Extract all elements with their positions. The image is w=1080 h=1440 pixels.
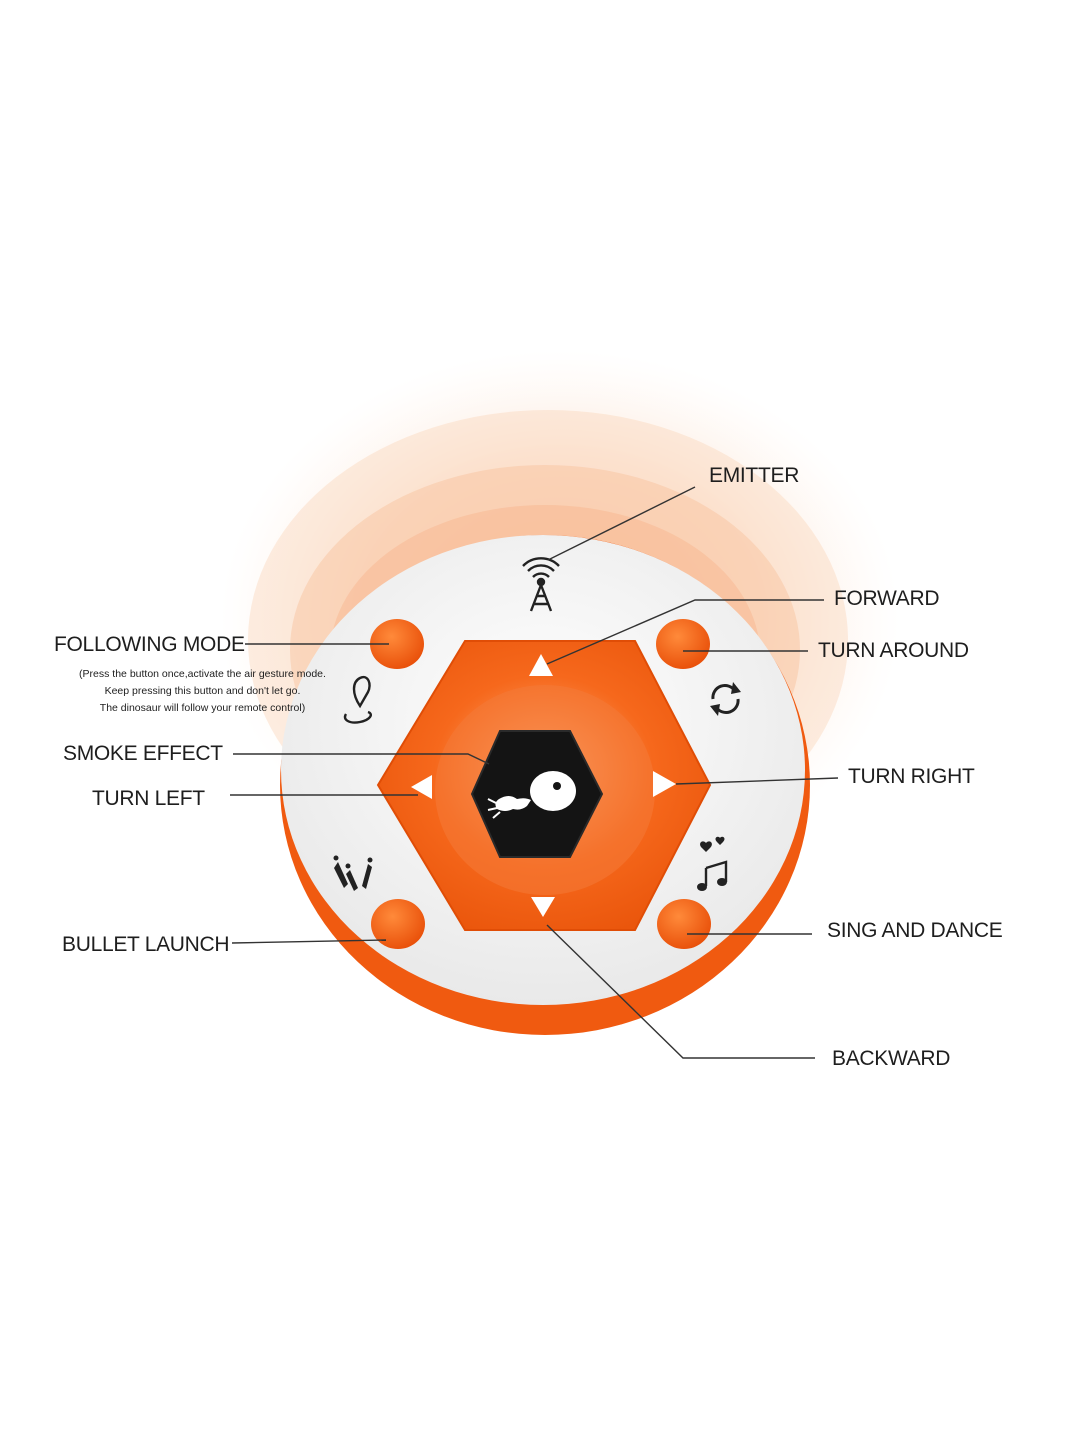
rotate-arrows-icon [710, 682, 741, 716]
smoke-effect-button[interactable] [470, 730, 604, 858]
backward-button[interactable] [531, 897, 555, 917]
following-mode-note-line: The dinosaur will follow your remote con… [99, 702, 306, 714]
turn-left-button[interactable] [411, 775, 432, 799]
location-pin-icon [343, 675, 372, 724]
signal-tower-icon [522, 557, 560, 612]
turn-around-button[interactable] [656, 619, 710, 669]
forward-label: FORWARD [834, 587, 940, 610]
sing-and-dance-button[interactable] [657, 899, 711, 949]
callout-lines [230, 486, 839, 1059]
bullet-launch-button[interactable] [371, 899, 425, 949]
smoke-effect-callout [233, 753, 490, 765]
sing-and-dance-label: SING AND DANCE [827, 919, 1003, 942]
forward-button[interactable] [529, 654, 553, 676]
following-mode-note-line: Keep pressing this button and don't let … [104, 685, 301, 697]
emitter-label: EMITTER [709, 464, 800, 487]
rockets-icon [333, 855, 373, 891]
backward-callout [546, 924, 815, 1059]
turn-right-callout [675, 777, 839, 785]
dinosaur-smoke-icon [487, 771, 576, 819]
smoke-effect-label: SMOKE EFFECT [63, 742, 223, 765]
music-hearts-icon [697, 836, 728, 891]
turn-left-label: TURN LEFT [92, 787, 205, 810]
turn-around-label: TURN AROUND [818, 639, 969, 662]
bullet-launch-label: BULLET LAUNCH [62, 933, 230, 956]
turn-right-label: TURN RIGHT [848, 765, 975, 788]
following-mode-note-line: (Press the button once,activate the air … [79, 668, 326, 680]
following-mode-note: (Press the button once,activate the air … [40, 666, 365, 717]
backward-label: BACKWARD [832, 1047, 951, 1070]
turn-right-button[interactable] [653, 771, 676, 797]
bullet-launch-callout [231, 939, 387, 944]
following-mode-label: FOLLOWING MODE [54, 633, 245, 656]
forward-callout [546, 599, 824, 665]
emitter-callout [547, 486, 696, 561]
following-mode-button[interactable] [370, 619, 424, 669]
